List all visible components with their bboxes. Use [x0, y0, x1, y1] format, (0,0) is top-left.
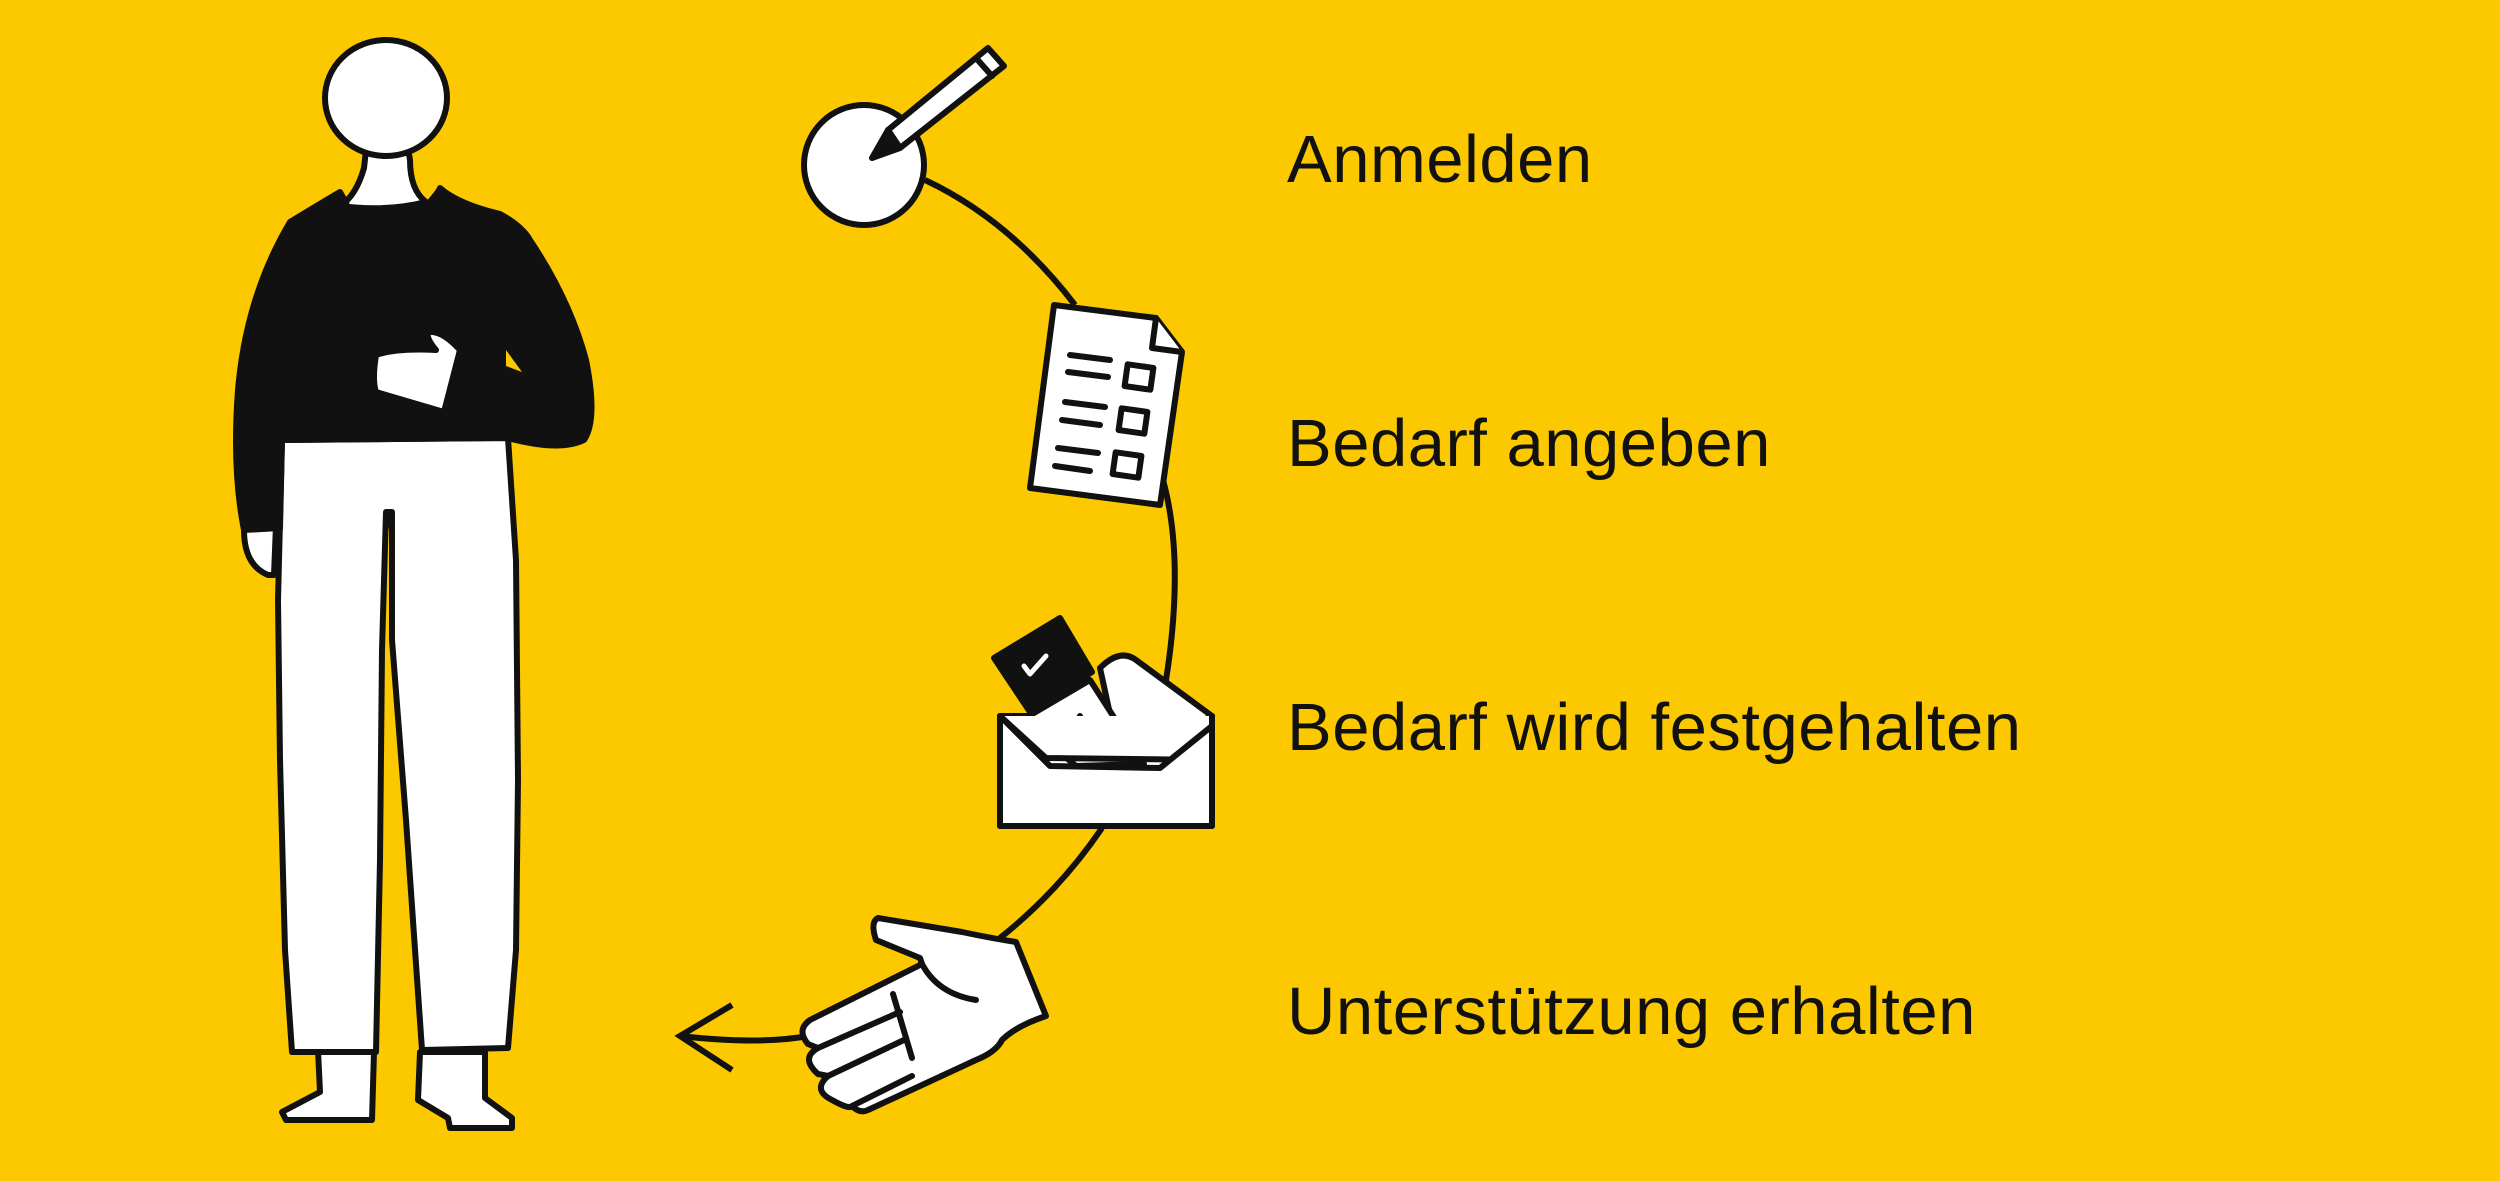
- right-hand: [371, 328, 463, 415]
- envelope-front: [997, 713, 1215, 829]
- hand-shape: [799, 915, 1049, 1115]
- step-label-receive-support: Unterstützung erhalten: [1287, 974, 1976, 1049]
- step-label-state-need: Bedarf angeben: [1287, 406, 1771, 481]
- finger-lines: [815, 991, 915, 1109]
- pencil-signature-icon: [801, 45, 1007, 228]
- arm-gap: [506, 350, 522, 372]
- checkbox-1: [1121, 361, 1157, 393]
- thumb-crease: [919, 961, 979, 1003]
- form-dog-ear: [1149, 315, 1185, 355]
- receiving-hand-icon: [799, 915, 1049, 1115]
- step-label-register: Anmelden: [1287, 122, 1593, 197]
- pencil-band: [973, 55, 995, 79]
- checkbox-3: [1109, 449, 1145, 481]
- head: [322, 37, 450, 159]
- flow-arrow-head: [674, 1002, 734, 1073]
- envelope-with-documents-icon: [991, 615, 1215, 829]
- checkbox-2: [1115, 405, 1151, 437]
- flow-arrow-line: [679, 1033, 809, 1044]
- form-lines: [1052, 352, 1113, 474]
- right-foot: [415, 1049, 515, 1131]
- process-flow-arc: [923, 177, 1178, 941]
- left-hand: [241, 522, 279, 578]
- checklist-form-icon: [1027, 302, 1185, 508]
- pencil-tip: [869, 127, 903, 161]
- dark-card-check: [1021, 653, 1049, 677]
- step-label-need-recorded: Bedarf wird festgehalten: [1287, 690, 2022, 765]
- trouser-crease: [387, 511, 395, 533]
- standing-person-illustration: [233, 37, 595, 1131]
- dark-card: [991, 615, 1095, 715]
